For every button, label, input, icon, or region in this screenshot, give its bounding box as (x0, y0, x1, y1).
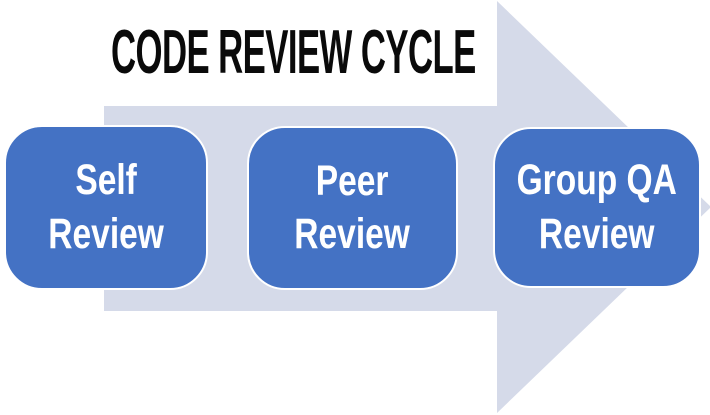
step-box-group-qa-review: Group QA Review (493, 127, 701, 288)
step-label-line2: Review (539, 209, 655, 258)
step-label-line1: Group QA (516, 156, 678, 205)
step-label-line1: Peer (316, 156, 389, 205)
step-label: Self Review (48, 154, 164, 261)
step-label-line2: Review (294, 210, 411, 258)
diagram-title: CODE REVIEW CYCLE (111, 18, 476, 87)
step-label-line2: Review (48, 209, 164, 258)
step-box-self-review: Self Review (4, 125, 208, 290)
step-box-peer-review: Peer Review (247, 126, 458, 290)
step-label: Peer Review (295, 155, 411, 262)
step-label: Group QA Review (517, 154, 677, 261)
step-label-line1: Self (75, 156, 137, 205)
